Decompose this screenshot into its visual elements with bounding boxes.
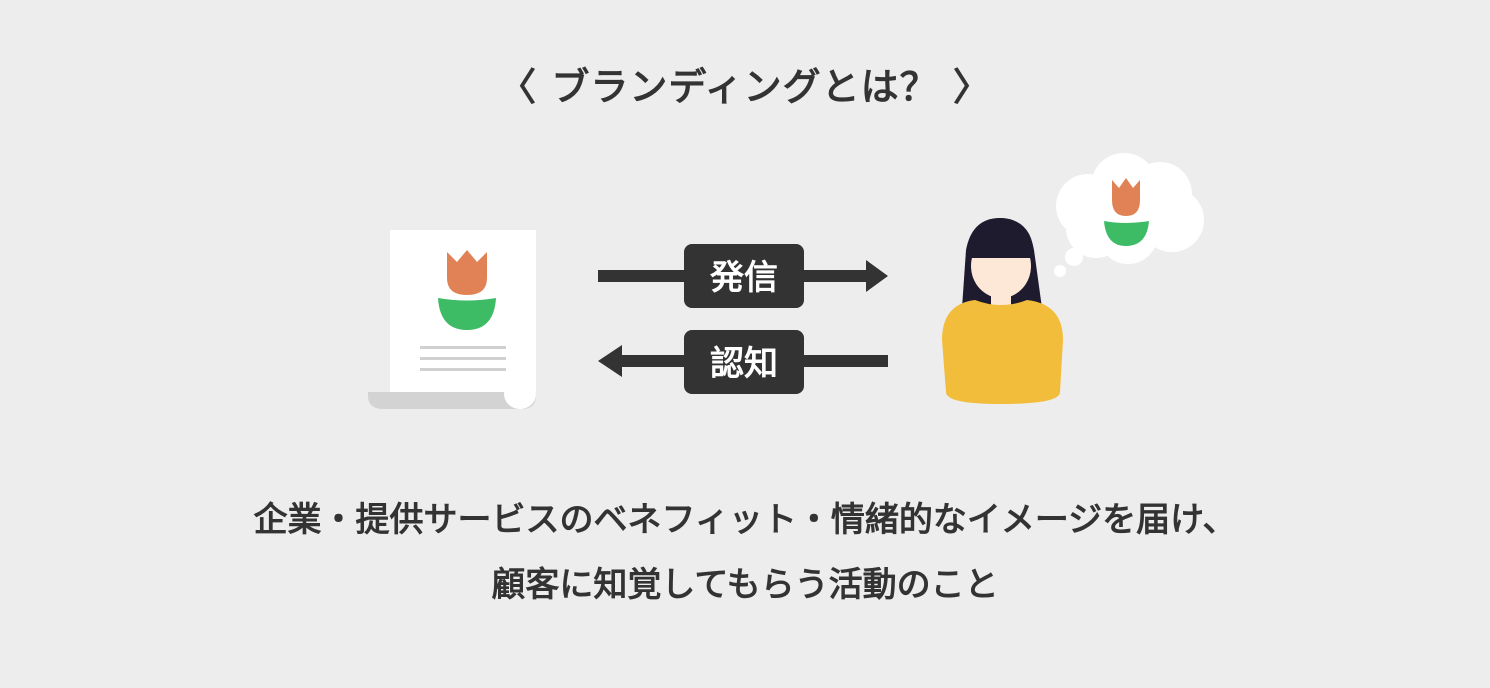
- document-line-3: [420, 368, 506, 371]
- thought-tulip-leaf: [1104, 221, 1149, 246]
- recognize-arrow: 認知: [598, 330, 888, 394]
- thought-tulip-petal: [1112, 178, 1140, 216]
- document-icon: [368, 230, 536, 409]
- send-label: 発信: [710, 258, 778, 298]
- thought-tulip-icon: [1104, 178, 1149, 246]
- document-curl-front: [504, 379, 536, 409]
- description-line-2: 顧客に知覚してもらう活動のこと: [491, 565, 999, 605]
- recognize-label: 認知: [710, 344, 778, 384]
- tulip-petal: [447, 250, 487, 295]
- send-arrow-head: [866, 260, 888, 292]
- recognize-arrow-head: [598, 345, 622, 377]
- diagram-title: 〈 ブランディングとは？ 〉: [498, 65, 992, 109]
- send-label-box: [684, 244, 804, 308]
- person-shirt: [942, 300, 1063, 404]
- tulip-icon: [438, 250, 496, 330]
- document-line-1: [420, 346, 506, 349]
- tulip-leaf: [438, 298, 496, 330]
- person-bangs: [968, 218, 1034, 258]
- description-line-1: 企業・提供サービスのベネフィット・情緒的なイメージを届け、: [253, 500, 1237, 540]
- document-line-2: [420, 357, 506, 360]
- thought-bubble-icon: [1054, 153, 1204, 277]
- document-curl: [368, 392, 536, 409]
- send-arrow: 発信: [598, 244, 888, 308]
- recognize-label-box: [684, 330, 804, 394]
- person-icon: [942, 218, 1063, 404]
